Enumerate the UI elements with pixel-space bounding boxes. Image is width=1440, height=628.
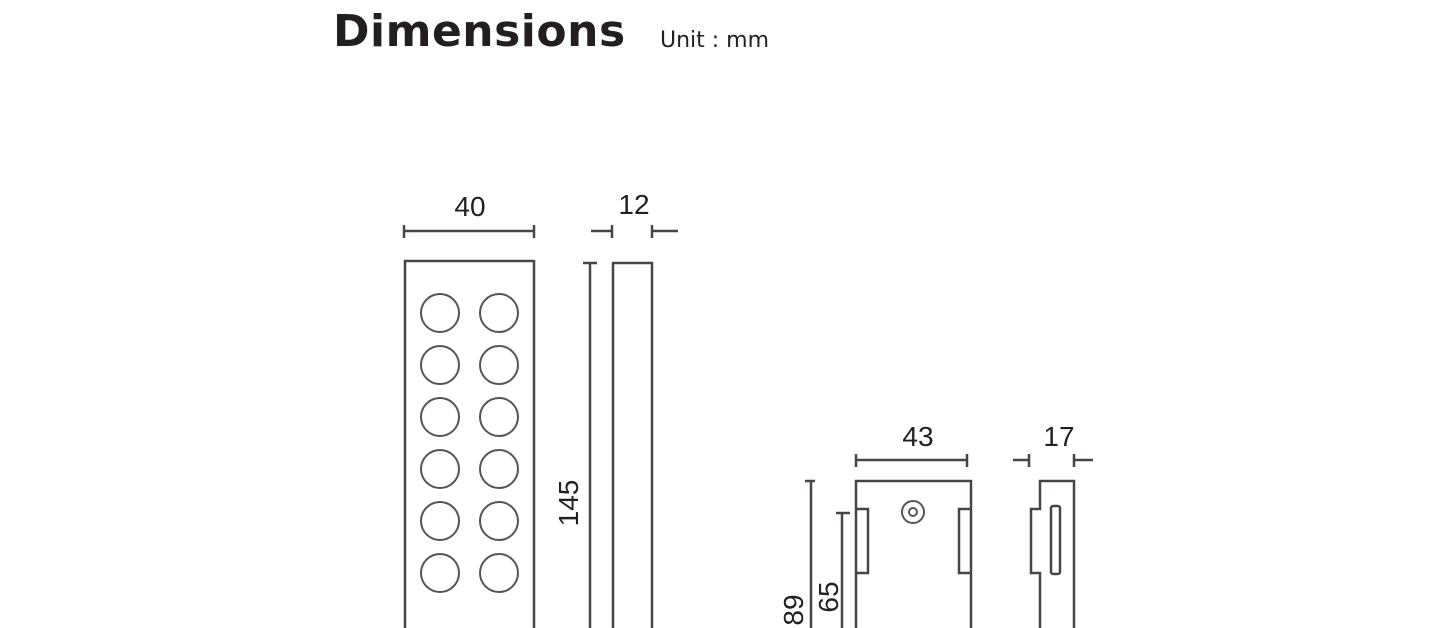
holder-front-view: 43 89 65: [778, 421, 973, 628]
holder-total-height-label: 89: [778, 594, 809, 625]
holder-inner-height-label: 65: [813, 581, 844, 612]
remote-button-icon: [479, 501, 519, 541]
page-title: Dimensions: [333, 6, 626, 57]
remote-button-icon: [420, 501, 460, 541]
remote-button-icon: [479, 449, 519, 489]
remote-button-icon: [420, 553, 460, 593]
remote-button-icon: [479, 293, 519, 333]
remote-button-icon: [479, 397, 519, 437]
remote-side-view: 12 145: [553, 189, 678, 628]
remote-height-label: 145: [553, 480, 584, 527]
holder-width-label: 43: [902, 421, 933, 452]
unit-label: Unit : mm: [660, 28, 770, 53]
remote-button-icon: [479, 345, 519, 385]
remote-button-icon: [420, 449, 460, 489]
remote-button-icon: [420, 293, 460, 333]
remote-button-icon: [420, 397, 460, 437]
remote-button-icon: [420, 345, 460, 385]
holder-side-view: 17: [1013, 421, 1093, 628]
remote-front-view: 40: [402, 191, 536, 628]
remote-depth-label: 12: [618, 189, 649, 220]
remote-buttons: [420, 293, 519, 593]
remote-width-label: 40: [454, 191, 485, 222]
holder-depth-label: 17: [1043, 421, 1074, 452]
remote-button-icon: [479, 553, 519, 593]
